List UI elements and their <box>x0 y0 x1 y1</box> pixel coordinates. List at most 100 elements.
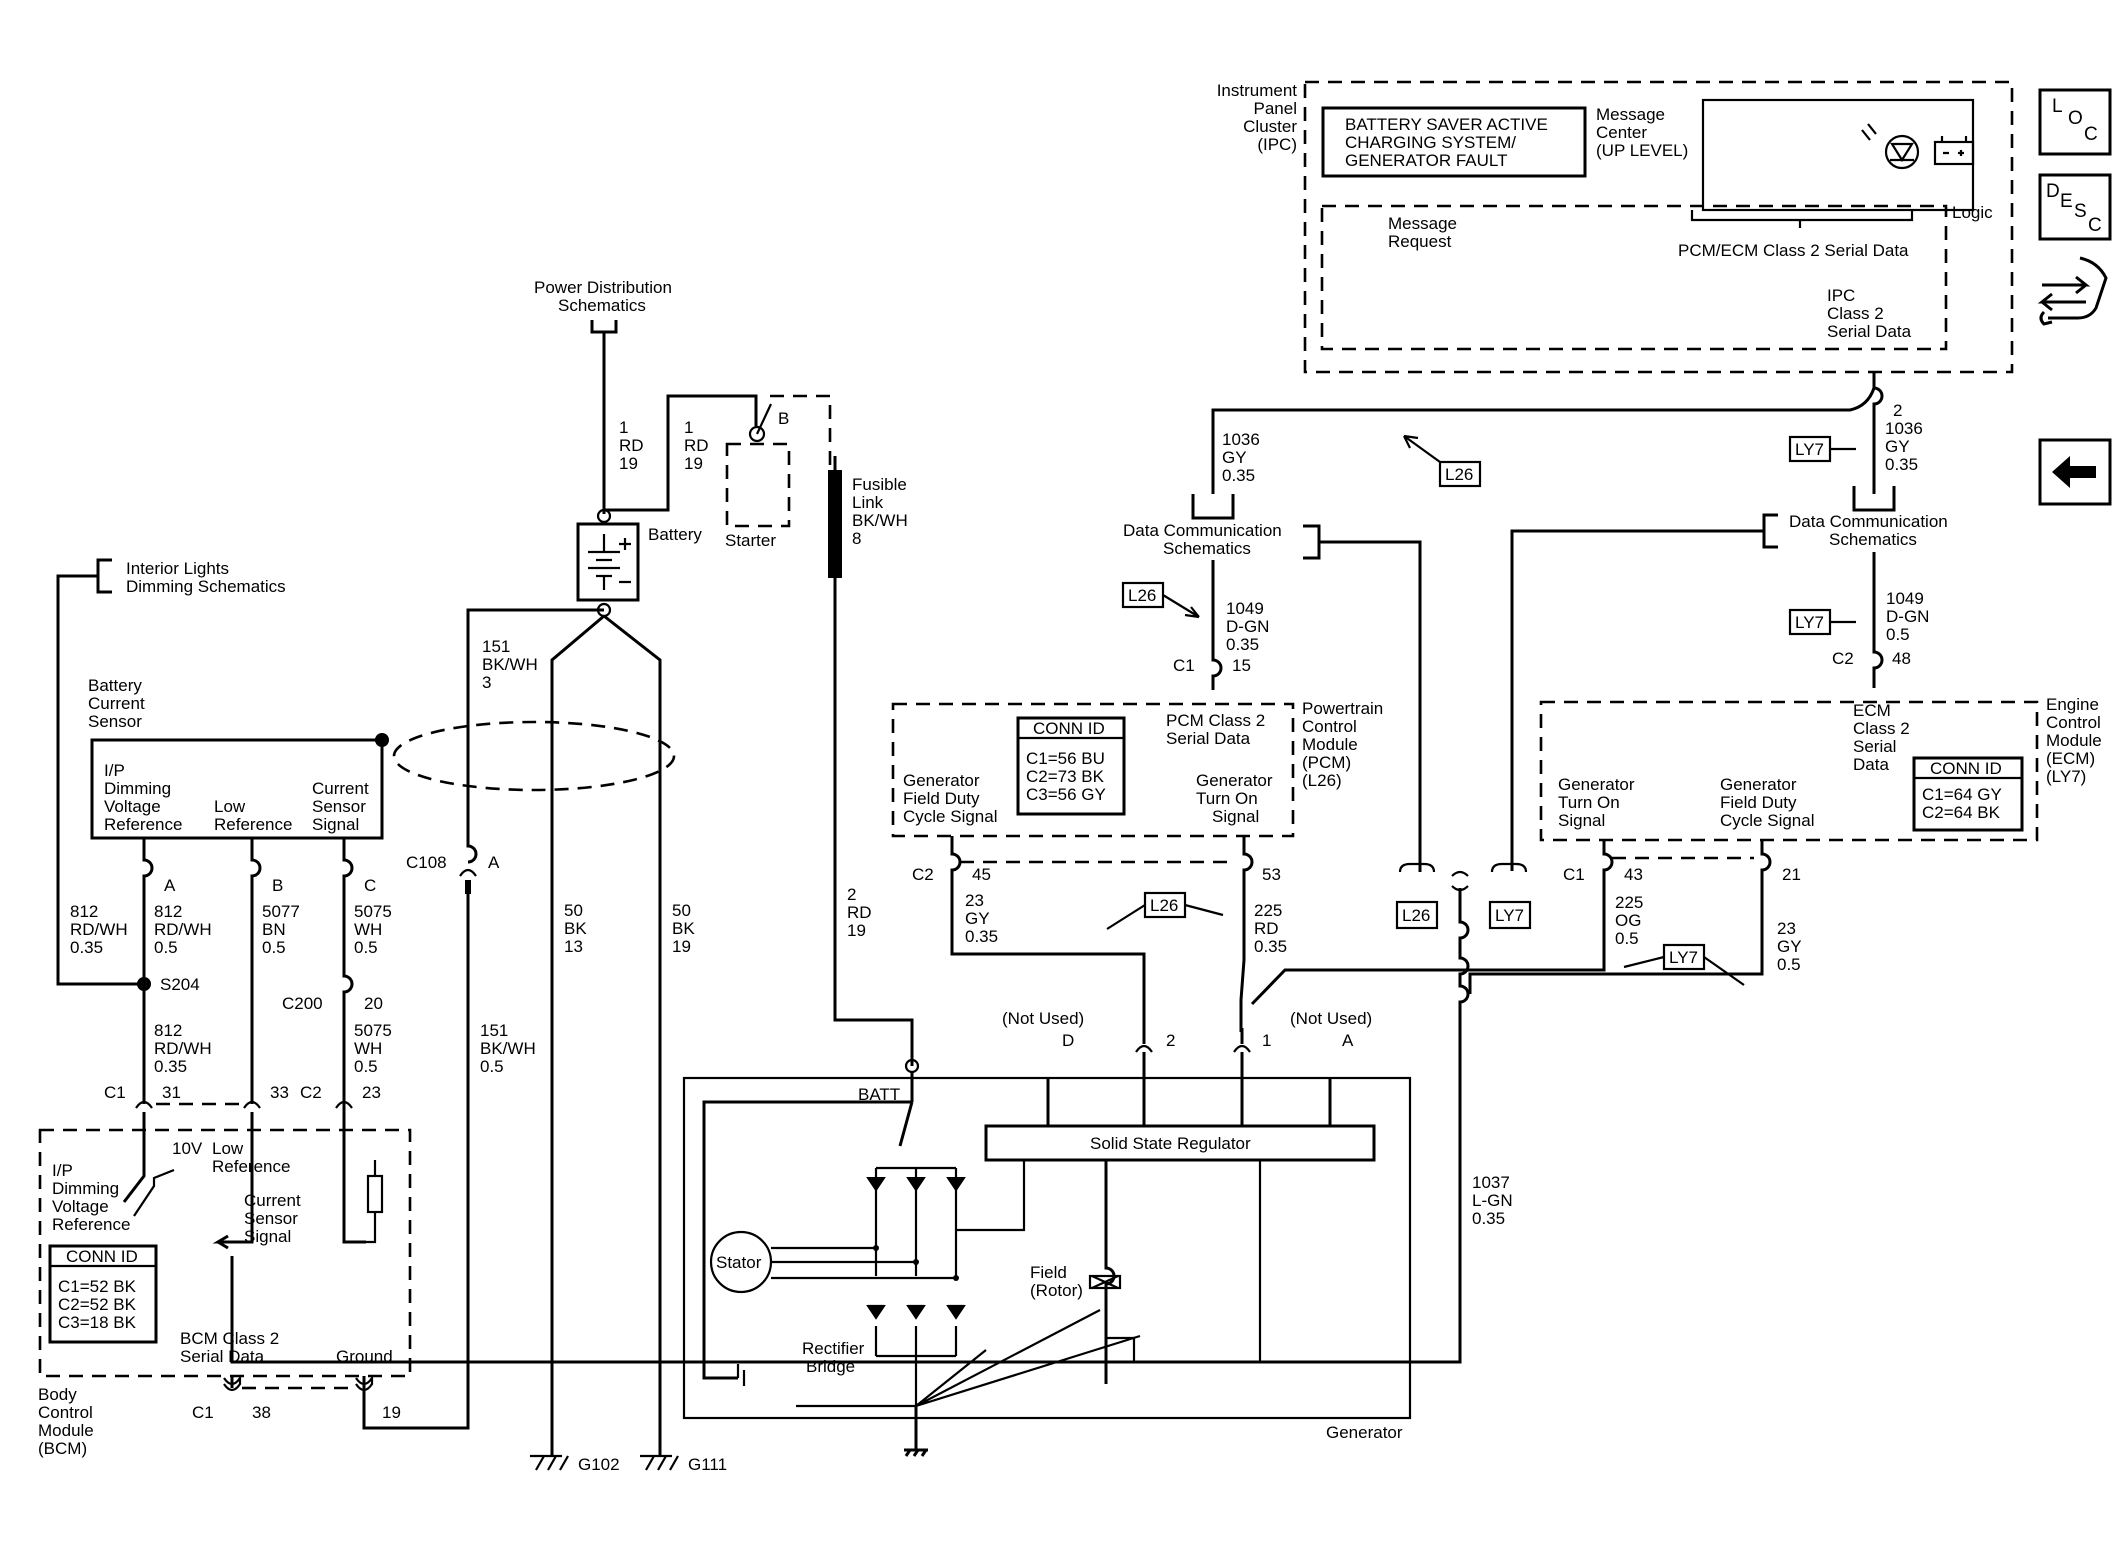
sensor-cur-3: Signal <box>312 815 359 834</box>
bcm-name-2: Control <box>38 1403 93 1422</box>
field-1: Field <box>1030 1263 1067 1282</box>
pcm-pin-45: 45 <box>972 865 991 884</box>
regulator-label: Solid State Regulator <box>1090 1134 1251 1153</box>
starter-label: Starter <box>725 531 776 550</box>
battery-circuit: Power Distribution Schematics 1 RD 19 1 … <box>466 278 914 1474</box>
wire-1049-a-2: D-GN <box>1226 617 1269 636</box>
ecm-conn-2: C2=64 BK <box>1922 803 2001 822</box>
connector-icon[interactable] <box>2037 256 2108 326</box>
data-comm-l-1: Data Communication <box>1123 521 1282 540</box>
loc-icon[interactable]: L O C <box>2038 88 2112 156</box>
wire-50-b-3: 19 <box>672 937 691 956</box>
pcm-ecm-serial: PCM/ECM Class 2 Serial Data <box>1678 241 1909 260</box>
wire-225-b-1: 225 <box>1615 893 1643 912</box>
pcm-module: CONN ID C1=56 BU C2=73 BK C3=56 GY PCM C… <box>891 699 1383 1038</box>
bcm-conn-title: CONN ID <box>66 1247 138 1266</box>
option-l26-a: L26 <box>1403 434 1482 488</box>
ecm-field-1: Generator <box>1720 775 1797 794</box>
wire-812-a-3: 0.35 <box>70 938 103 957</box>
ipc-msg-line-3: GENERATOR FAULT <box>1345 151 1507 170</box>
ipc-msg-line-2: CHARGING SYSTEM/ <box>1345 133 1516 152</box>
wire-5075-a-3: 0.5 <box>354 938 378 957</box>
wire-151-b-1: 151 <box>480 1021 508 1040</box>
sensor-dim-4: Reference <box>104 815 182 834</box>
ecm-serial-1: ECM <box>1853 701 1891 720</box>
bcm-name-1: Body <box>38 1385 77 1404</box>
wire-ipc-pin: 2 <box>1893 401 1902 420</box>
logic-label: Logic <box>1952 203 1993 222</box>
ecm-module: ECM Class 2 Serial Data CONN ID C1=64 GY… <box>1250 695 2102 1006</box>
wire-812-b-1: 812 <box>154 902 182 921</box>
interior-2: Dimming Schematics <box>126 577 286 596</box>
bcm-dim-3: Voltage <box>52 1197 109 1216</box>
bcm-conn-1: C1=52 BK <box>58 1277 137 1296</box>
pcm-c2-label: C2 <box>912 865 934 884</box>
indicator-lamp-icon <box>1884 134 1920 170</box>
wire-225-b-3: 0.5 <box>1615 929 1639 948</box>
option-ly7-a: LY7 <box>1788 435 1856 463</box>
option-l26-c: L26 <box>1106 891 1224 930</box>
ipc-label-4: (IPC) <box>1257 135 1297 154</box>
not-used-a-1: (Not Used) <box>1290 1009 1372 1028</box>
ground-g111-icon <box>640 1454 679 1471</box>
wire-151-b-3: 0.5 <box>480 1057 504 1076</box>
generator-label: Generator <box>1326 1423 1403 1442</box>
bcm-dim-1: I/P <box>52 1161 73 1180</box>
wire-225-a-2: RD <box>1254 919 1279 938</box>
wire-23-a-1: 23 <box>965 891 984 910</box>
ground-g111: G111 <box>688 1455 727 1474</box>
wire-151-a-3: 3 <box>482 673 491 692</box>
desc-icon[interactable]: D E S C <box>2038 173 2112 241</box>
svg-text:C: C <box>2088 215 2102 236</box>
selector-ly7: LY7 <box>1495 906 1524 925</box>
ecm-serial-2: Class 2 <box>1853 719 1910 738</box>
wire-5075-a-1: 5075 <box>354 902 392 921</box>
sensor-name-3: Sensor <box>88 712 142 731</box>
ecm-c2-label: C2 <box>1832 649 1854 668</box>
not-used-d-1: (Not Used) <box>1002 1009 1084 1028</box>
wire-5077-2: BN <box>262 920 286 939</box>
splice-s204: S204 <box>160 975 200 994</box>
bcm-serial-2: Serial Data <box>180 1347 265 1366</box>
wire-812-a-2: RD/WH <box>70 920 128 939</box>
wire-23-b-1: 23 <box>1777 919 1796 938</box>
wire-2rd-3: 19 <box>847 921 866 940</box>
data-comm-r-2: Schematics <box>1829 530 1917 549</box>
pcm-name-3: Module <box>1302 735 1358 754</box>
ecm-serial-4: Data <box>1853 755 1889 774</box>
wire-1rd-b-1: 1 <box>684 418 693 437</box>
ipc-label-1: Instrument <box>1217 81 1298 100</box>
pcm-turnon-2: Turn On <box>1196 789 1258 808</box>
c108-pin-a: A <box>488 853 500 872</box>
wire-1036-b-3: 0.35 <box>1222 466 1255 485</box>
wire-1037-1: 1037 <box>1472 1173 1510 1192</box>
gen-pin-d: D <box>1062 1031 1074 1050</box>
back-arrow-icon[interactable] <box>2038 438 2112 506</box>
ecm-pin-21: 21 <box>1782 865 1801 884</box>
wire-1037-2: L-GN <box>1472 1191 1513 1210</box>
wire-225-b-2: OG <box>1615 911 1641 930</box>
wire-151-a-2: BK/WH <box>482 655 538 674</box>
bcm-c2-label: C2 <box>300 1083 322 1102</box>
wire-812-b-2: RD/WH <box>154 920 212 939</box>
sensor-dim-1: I/P <box>104 761 125 780</box>
generator: (Not Used) D 2 1 (Not Used) A BATT Solid… <box>682 1009 1412 1457</box>
wire-1037-3: 0.35 <box>1472 1209 1505 1228</box>
fusible-1: Fusible <box>852 475 907 494</box>
ecm-pin-48: 48 <box>1892 649 1911 668</box>
ground-g102: G102 <box>578 1455 620 1474</box>
wire-1rd-a-2: RD <box>619 436 644 455</box>
ipc-module: Instrument Panel Cluster (IPC) BATTERY S… <box>1217 80 2014 374</box>
pcm-name-1: Powertrain <box>1302 699 1383 718</box>
rectifier-2: Bridge <box>806 1357 855 1376</box>
bcm-module: C1 31 33 C2 23 10V Low Reference I/P Dim… <box>38 1083 412 1458</box>
ecm-c1-label: C1 <box>1563 865 1585 884</box>
svg-text:L26: L26 <box>1445 465 1473 484</box>
sensor-cur-2: Sensor <box>312 797 366 816</box>
wire-1036-a-3: 0.35 <box>1885 455 1918 474</box>
wire-1049-a-1: 1049 <box>1226 599 1264 618</box>
field-rotor-icon <box>1088 1274 1122 1290</box>
wire-1rd-b-2: RD <box>684 436 709 455</box>
ecm-serial-3: Serial <box>1853 737 1896 756</box>
svg-text:S: S <box>2074 201 2087 222</box>
